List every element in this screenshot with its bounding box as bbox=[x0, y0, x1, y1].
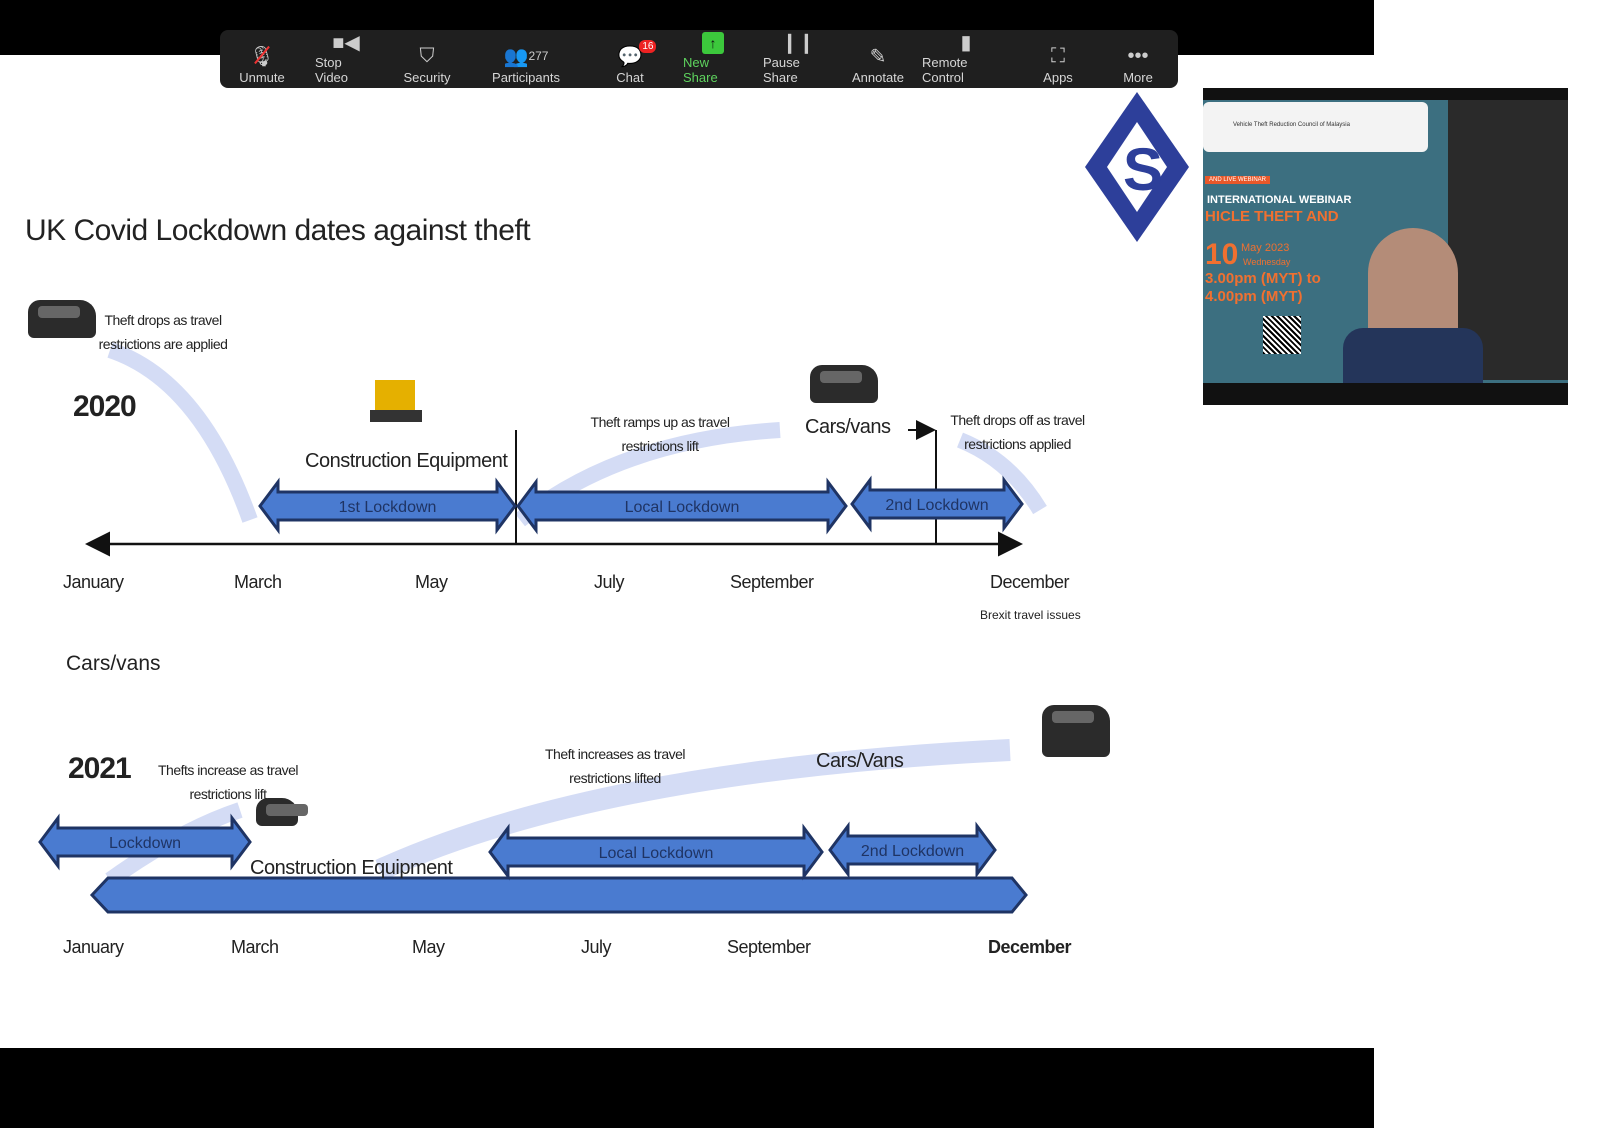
label-cars-vans: Cars/vans bbox=[805, 416, 891, 438]
speaker-video[interactable]: Vehicle Theft Reduction Council of Malay… bbox=[1203, 88, 1568, 405]
lockdown-arrow bbox=[516, 477, 848, 535]
label-construction-equipment-2021: Construction Equipment bbox=[250, 857, 453, 879]
trend-arrow bbox=[956, 432, 1047, 515]
svg-text:S: S bbox=[1123, 136, 1163, 203]
lockdown-label: Local Lockdown bbox=[625, 499, 740, 516]
video-status-bar bbox=[1203, 88, 1568, 100]
lockdown-label: 2nd Lockdown bbox=[861, 843, 964, 860]
month-label: September bbox=[727, 937, 811, 957]
chat-icon: 💬16 bbox=[618, 40, 657, 70]
pencil-icon: ✎ bbox=[869, 45, 887, 68]
lockdown-arrow bbox=[850, 475, 1024, 533]
month-label: July bbox=[594, 572, 625, 592]
new-share-button[interactable]: ↑New Share bbox=[683, 30, 743, 88]
note-thefts-increase: Thefts increase as travel restrictions l… bbox=[158, 762, 299, 802]
month-label: July bbox=[581, 937, 612, 957]
month-label: May bbox=[412, 937, 445, 957]
note-brexit: Brexit travel issues bbox=[980, 608, 1081, 622]
security-button[interactable]: ⛉Security bbox=[402, 30, 452, 88]
year-2020: 2020 bbox=[73, 390, 137, 423]
pause-share-button[interactable]: ❙❙Pause Share bbox=[763, 32, 815, 85]
month-label: March bbox=[231, 937, 279, 957]
qr-code bbox=[1263, 316, 1301, 354]
webinar-day: 10 bbox=[1205, 238, 1239, 271]
label-construction-equipment: Construction Equipment bbox=[305, 450, 508, 472]
shield-icon: ⛉ bbox=[419, 44, 435, 67]
microphone-muted-icon: 🎙 bbox=[249, 42, 274, 70]
bottom-black-bar bbox=[0, 1048, 1374, 1128]
stop-video-button[interactable]: ■◀Stop Video bbox=[315, 32, 360, 85]
annotate-button[interactable]: ✎Annotate bbox=[852, 30, 904, 88]
webinar-end-time: 4.00pm (MYT) bbox=[1205, 288, 1303, 305]
more-icon: ••• bbox=[1127, 44, 1149, 67]
month-label: January bbox=[63, 572, 124, 592]
lockdown-arrow bbox=[258, 477, 517, 535]
section-cars-vans: Cars/vans bbox=[66, 652, 161, 675]
remote-control-button[interactable]: ▮Remote Control bbox=[922, 32, 972, 85]
month-label: September bbox=[730, 572, 814, 592]
meeting-toolbar: 🎙Unmute ■◀Stop Video ⛉Security 👥277Parti… bbox=[220, 30, 1178, 88]
apps-button[interactable]: ⛶Apps bbox=[1042, 30, 1074, 88]
note-theft-ramps: Theft ramps up as travel restrictions li… bbox=[590, 414, 730, 454]
chat-badge: 16 bbox=[639, 40, 657, 53]
video-toolbar bbox=[1203, 383, 1568, 405]
webinar-weekday: Wednesday bbox=[1243, 257, 1291, 267]
month-label: March bbox=[234, 572, 282, 592]
lockdown-label: 2nd Lockdown bbox=[885, 497, 988, 514]
participants-icon: 👥277 bbox=[503, 45, 549, 68]
car-image bbox=[256, 798, 308, 826]
note-theft-drops-off: Theft drops off as travel restrictions a… bbox=[950, 412, 1085, 452]
lockdown-arrow bbox=[828, 821, 997, 879]
lockdown-arrow bbox=[488, 823, 824, 881]
trend-arrow bbox=[107, 342, 258, 523]
year-2021: 2021 bbox=[68, 752, 132, 785]
webinar-heading: INTERNATIONAL WEBINAR bbox=[1207, 194, 1352, 206]
month-label: December bbox=[990, 572, 1070, 592]
slide-title: UK Covid Lockdown dates against theft bbox=[25, 214, 531, 247]
company-logo: S bbox=[1085, 92, 1189, 242]
trend-arrow bbox=[375, 739, 1011, 881]
lockdown-label: 1st Lockdown bbox=[339, 499, 437, 516]
car-image bbox=[28, 300, 96, 338]
lockdown-label: Lockdown bbox=[109, 835, 181, 852]
car-image bbox=[1042, 705, 1110, 757]
speaker-suit bbox=[1343, 328, 1483, 388]
year-bar-2021 bbox=[89, 876, 1028, 914]
mouse-icon: ▮ bbox=[960, 32, 972, 54]
unmute-button[interactable]: 🎙Unmute bbox=[239, 30, 285, 88]
note-theft-drops: Theft drops as travel restrictions are a… bbox=[98, 312, 228, 352]
lockdown-arrow bbox=[38, 813, 252, 871]
webinar-organiser: Vehicle Theft Reduction Council of Malay… bbox=[1203, 102, 1428, 152]
month-label: January bbox=[63, 937, 124, 957]
car-image bbox=[810, 365, 878, 403]
share-arrow-icon: ↑ bbox=[702, 30, 724, 55]
label-cars-vans-2021: Cars/Vans bbox=[816, 750, 904, 772]
video-camera-icon: ■◀ bbox=[332, 32, 360, 54]
webinar-date: May 2023 bbox=[1241, 242, 1290, 254]
webinar-start-time: 3.00pm (MYT) to bbox=[1205, 270, 1321, 287]
month-label: May bbox=[415, 572, 448, 592]
webinar-live-tag: AND LIVE WEBINAR bbox=[1205, 176, 1271, 184]
pause-icon: ❙❙ bbox=[781, 32, 815, 54]
excavator-image bbox=[365, 360, 425, 440]
apps-icon: ⛶ bbox=[1051, 44, 1065, 67]
note-theft-increases: Theft increases as travel restrictions l… bbox=[545, 746, 686, 786]
webinar-subheading: HICLE THEFT AND bbox=[1205, 208, 1339, 225]
lockdown-label: Local Lockdown bbox=[599, 845, 714, 862]
month-label: December bbox=[988, 937, 1072, 957]
more-button[interactable]: •••More bbox=[1122, 30, 1154, 88]
